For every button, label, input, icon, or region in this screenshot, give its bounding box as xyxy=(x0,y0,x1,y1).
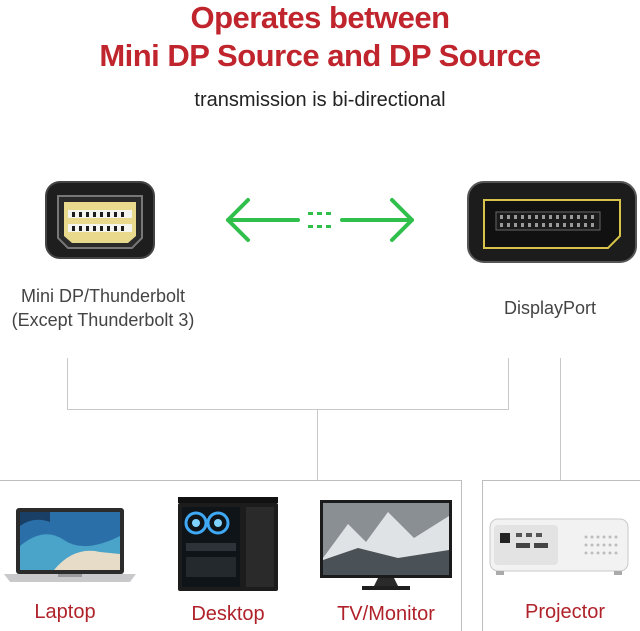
mini-dp-label-line-2: (Except Thunderbolt 3) xyxy=(11,310,195,330)
displayport-icon xyxy=(467,181,637,263)
device-label-projector: Projector xyxy=(524,601,606,623)
device-label-laptop: Laptop xyxy=(34,601,96,623)
connector-line xyxy=(317,409,318,480)
connector-line xyxy=(560,358,561,480)
connector-line xyxy=(67,358,68,410)
laptop-icon xyxy=(4,508,136,582)
mini-displayport-icon xyxy=(45,181,155,259)
connector-line xyxy=(508,358,509,410)
device-label-desktop: Desktop xyxy=(191,603,265,625)
monitor-icon xyxy=(320,500,452,590)
desktop-icon xyxy=(178,497,278,591)
mini-dp-label: Mini DP/Thunderbolt (Except Thunderbolt … xyxy=(0,284,206,332)
mini-dp-label-line-1: Mini DP/Thunderbolt xyxy=(20,286,186,306)
title-line-2: Mini DP Source and DP Source xyxy=(99,38,541,73)
device-label-monitor: TV/Monitor xyxy=(337,603,435,625)
displayport-label: DisplayPort xyxy=(503,298,597,318)
projector-icon xyxy=(489,518,629,575)
bidirectional-arrow-icon xyxy=(226,198,414,242)
connector-line xyxy=(67,409,509,410)
mini-dp-devices-box xyxy=(0,480,462,631)
dp-devices-box xyxy=(482,480,640,631)
title-line-1: Operates between xyxy=(190,0,450,35)
subtitle: transmission is bi-directional xyxy=(194,89,446,111)
